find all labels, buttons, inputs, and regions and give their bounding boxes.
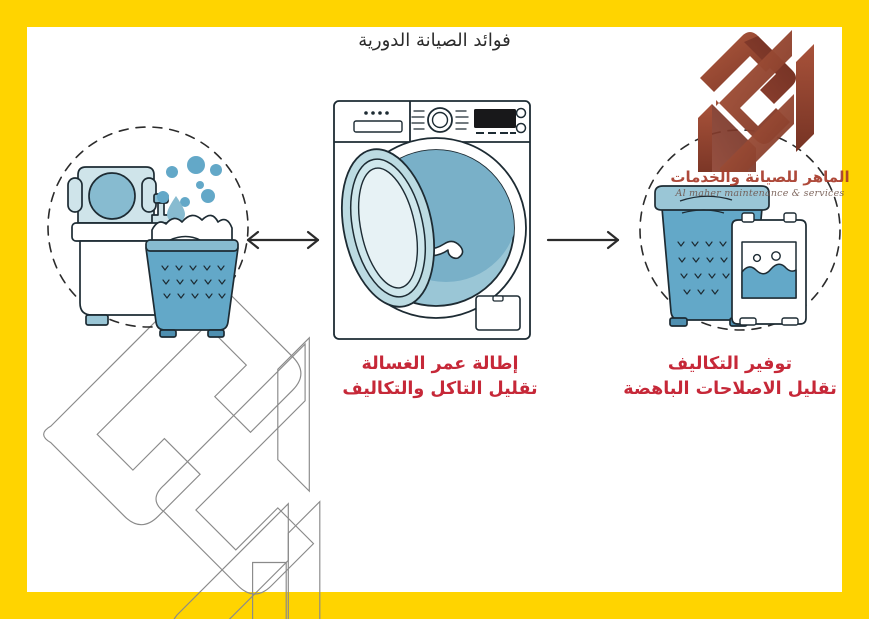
caption-line-1: إطالة عمر الغسالة bbox=[361, 354, 519, 374]
al-maher-geometric-monogram-icon bbox=[698, 30, 814, 172]
caption-cost-saving: توفير التكاليف تقليل الاصلاحات الباهضة bbox=[600, 352, 860, 402]
caption-line-2: تقليل التاكل والتكاليف bbox=[342, 378, 538, 399]
logo-english-name: Al maher maintenance & services bbox=[675, 188, 845, 199]
caption-line-2: تقليل الاصلاحات الباهضة bbox=[623, 378, 837, 399]
caption-long-machine-life: إطالة عمر الغسالة تقليل التاكل والتكاليف bbox=[310, 352, 570, 402]
logo-arabic-name: الماهر للصيانة والخدمات bbox=[670, 168, 850, 186]
caption-line-1: توفير التكاليف bbox=[667, 354, 793, 374]
page-title: فوائد الصيانة الدورية bbox=[358, 30, 511, 51]
brand-logo: الماهر للصيانة والخدمات Al maher mainten… bbox=[666, 22, 854, 200]
